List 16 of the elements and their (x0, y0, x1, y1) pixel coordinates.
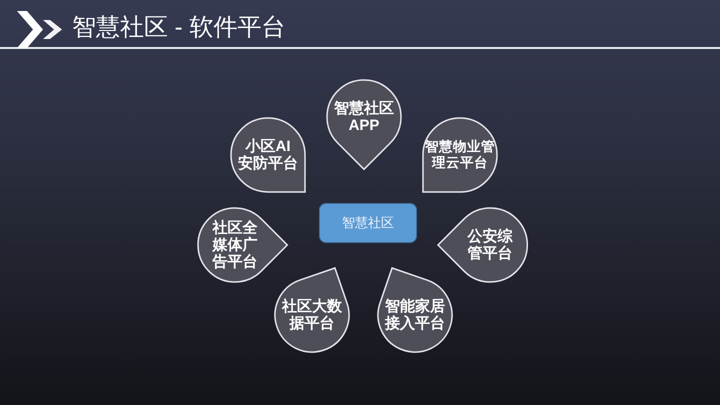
teardrop-shape (436, 207, 528, 283)
node-label: 社区大数据平台 (282, 298, 342, 332)
slide-title: 智慧社区 - 软件平台 (72, 13, 286, 43)
teardrop-shape (377, 266, 453, 353)
teardrop-shape (274, 266, 350, 353)
node-label: 社区全媒体广告平台 (212, 220, 258, 270)
teardrop-shape (422, 117, 498, 193)
teardrop-shape (197, 207, 288, 283)
node-label: 公安综管平台 (467, 228, 512, 262)
hub-box: 智慧社区 (319, 203, 417, 243)
node-label: 智慧物业管理云平台 (425, 139, 495, 171)
teardrop-shape (326, 79, 402, 170)
teardrop-shape (230, 117, 306, 193)
node-label: 智慧社区APP (334, 100, 394, 134)
node-label: 智能家居接入平台 (385, 298, 445, 332)
node-label: 小区AI安防平台 (238, 138, 298, 172)
